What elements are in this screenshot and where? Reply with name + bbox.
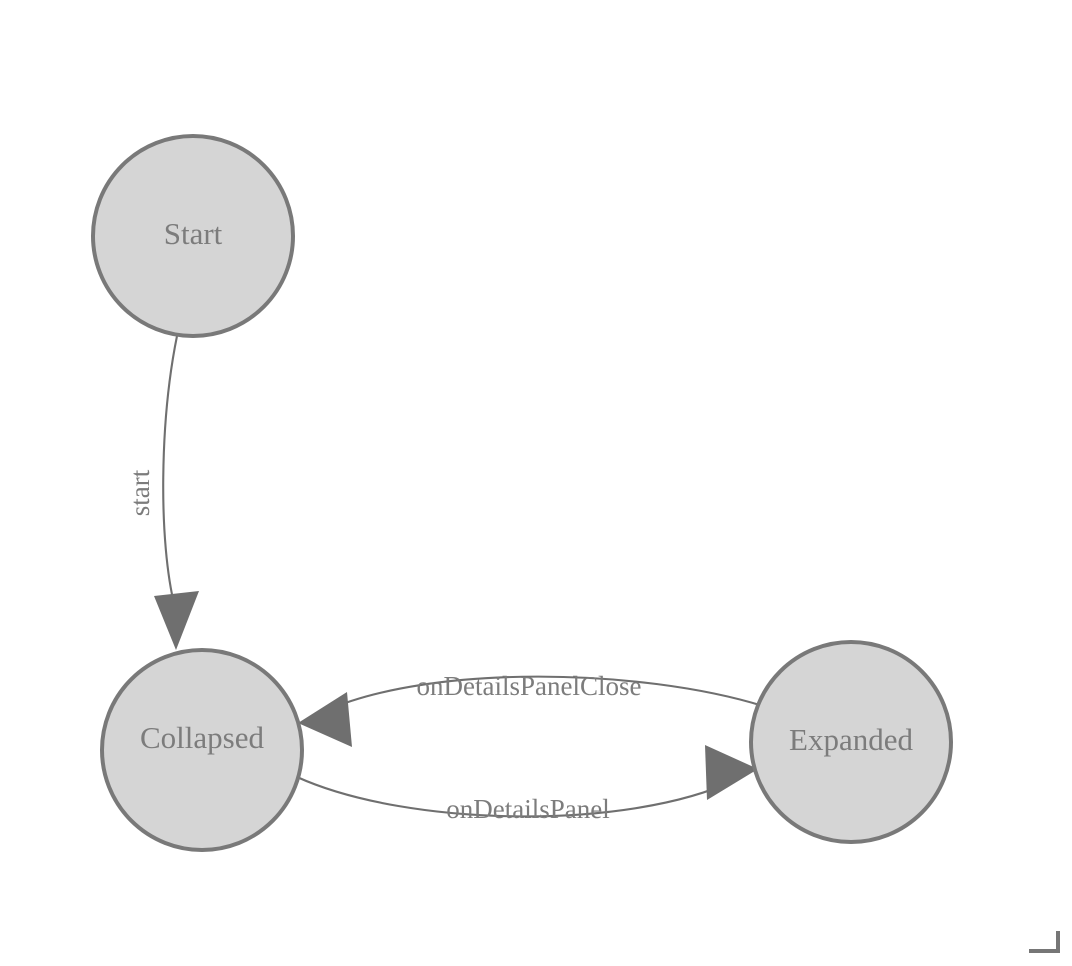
edge-collapsed-to-expanded[interactable]: onDetailsPanel bbox=[296, 745, 758, 824]
edge-expanded-to-collapsed-arrowhead bbox=[298, 692, 352, 747]
resize-corner-handle-vertical bbox=[1056, 931, 1060, 953]
node-start[interactable]: Start bbox=[91, 134, 295, 338]
edge-collapsed-to-expanded-label: onDetailsPanel bbox=[446, 794, 609, 824]
edge-start-to-collapsed-label: start bbox=[125, 469, 155, 516]
edge-expanded-to-collapsed-path bbox=[324, 675, 764, 712]
edge-expanded-to-collapsed-label: onDetailsPanelClose bbox=[417, 671, 642, 701]
node-collapsed-label: Collapsed bbox=[140, 720, 264, 755]
node-start-circle bbox=[91, 134, 295, 338]
resize-corner-handle-icon[interactable] bbox=[1029, 931, 1060, 953]
edge-start-to-collapsed-arrowhead bbox=[154, 591, 199, 650]
edge-start-to-collapsed[interactable]: start bbox=[125, 335, 199, 650]
node-expanded[interactable]: Expanded bbox=[749, 640, 953, 844]
node-collapsed[interactable]: Collapsed bbox=[100, 648, 304, 852]
edge-start-to-collapsed-path bbox=[162, 335, 179, 609]
edge-expanded-to-collapsed[interactable]: onDetailsPanelClose bbox=[298, 671, 764, 747]
edge-collapsed-to-expanded-arrowhead bbox=[705, 745, 758, 800]
edge-collapsed-to-expanded-path bbox=[296, 776, 736, 818]
node-start-label: Start bbox=[164, 216, 223, 251]
resize-corner-handle-horizontal bbox=[1029, 949, 1060, 953]
node-expanded-circle bbox=[749, 640, 953, 844]
node-expanded-label: Expanded bbox=[789, 722, 913, 757]
node-collapsed-circle bbox=[100, 648, 304, 852]
